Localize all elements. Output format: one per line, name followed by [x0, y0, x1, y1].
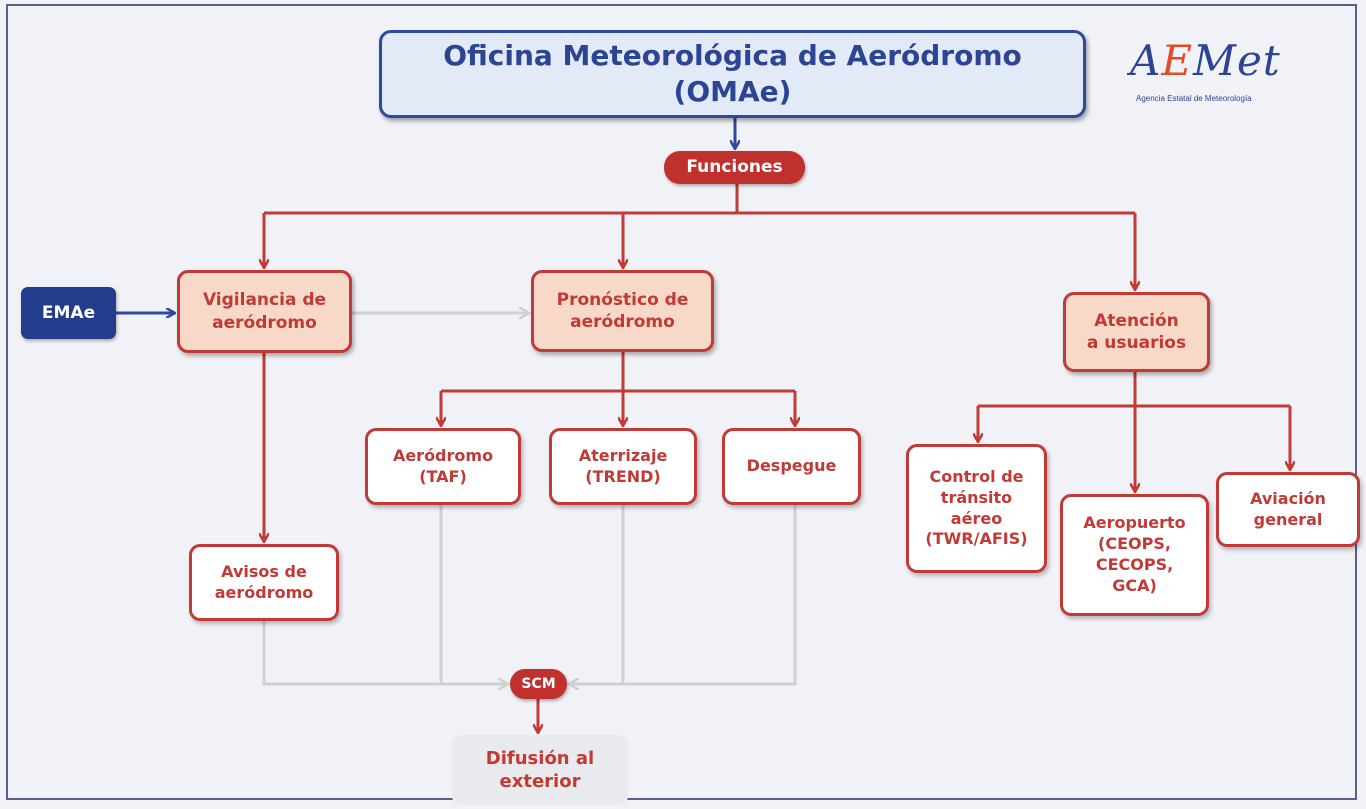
node-atencion: Atención a usuarios: [1063, 292, 1210, 372]
node-pronostico: Pronóstico de aeródromo: [531, 270, 714, 352]
link-despegue-down: [623, 505, 797, 686]
logo-subtitle: Agencia Estatal de Meteorología: [1136, 94, 1252, 103]
scm-label: SCM: [510, 669, 567, 699]
diagram-title: Oficina Meteorológica de Aeródromo (OMAe…: [379, 30, 1086, 118]
node-vigilancia: Vigilancia de aeródromo: [177, 270, 352, 353]
aemet-logo: AEMet Agencia Estatal de Meteorología: [1116, 36, 1280, 116]
logo-mark-accent: E: [1161, 36, 1194, 85]
node-control-transito: Control de tránsito aéreo (TWR/AFIS): [906, 444, 1047, 573]
funciones-label: Funciones: [664, 151, 805, 184]
emae-node: EMAe: [21, 287, 116, 339]
link-funciones-bus: [264, 184, 1135, 215]
logo-mark-tail: Met: [1193, 36, 1281, 85]
node-trend: Aterrizaje (TREND): [549, 428, 697, 505]
node-despegue: Despegue: [722, 428, 861, 505]
node-taf: Aeródromo (TAF): [365, 428, 521, 505]
node-aeropuerto: Aeropuerto (CEOPS, CECOPS, GCA): [1060, 494, 1209, 616]
link-atencion-bus: [978, 371, 1290, 408]
logo-mark-lead: A: [1130, 36, 1162, 85]
link-avisos-scm: [262, 621, 441, 686]
link-pronostico-bus: [441, 351, 795, 393]
diagram-frame: [6, 4, 1357, 800]
node-avisos: Avisos de aeródromo: [189, 544, 339, 621]
node-difusion: Difusión al exterior: [452, 735, 628, 805]
node-aviacion-general: Aviación general: [1216, 472, 1360, 547]
